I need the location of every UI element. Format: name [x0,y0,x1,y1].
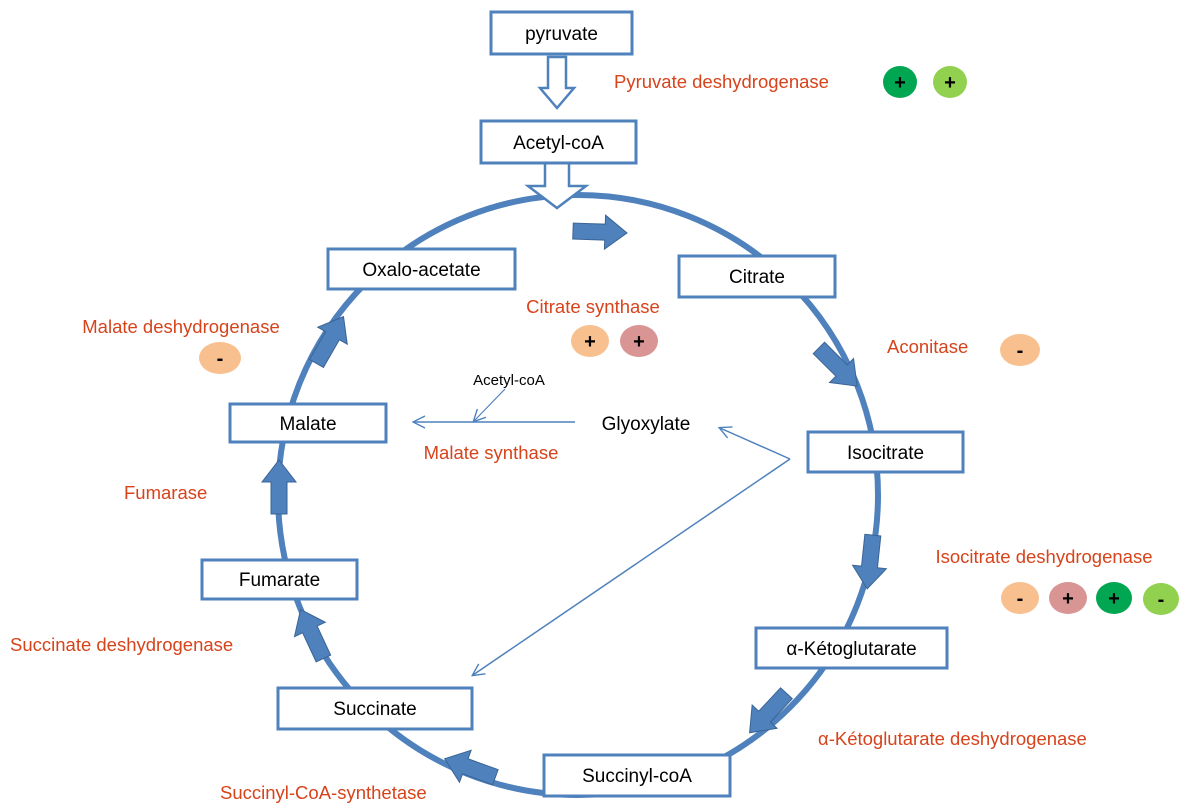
node-label: Oxalo-acetate [362,260,480,281]
node-succinyl-coa: Succinyl-coA [542,753,732,798]
malate-synthase-label: Malate synthase [424,442,559,463]
badge-sign: + [894,72,906,94]
badges-isocitrate-dh: - + + - [1001,582,1179,615]
node-label: Isocitrate [847,443,924,464]
enzyme-pyruvate-dh: Pyruvate deshydrogenase [614,71,829,92]
acetylcoa-input-arrow [474,388,506,421]
node-malate: Malate [228,402,388,444]
isocitrate-to-succinate-arrow [473,458,791,675]
cycle-arrow [812,341,858,387]
glyoxylate-label: Glyoxylate [602,414,691,435]
inhibitor-badge [1143,583,1179,615]
enzyme-aconitase: Aconitase [887,336,968,357]
node-ketoglutarate: α-Kétoglutarate [754,626,949,670]
badge-sign: + [633,331,645,353]
inhibitor-badge [199,342,241,374]
badges-citrate-synthase: + + [571,325,658,357]
activator-badge [571,325,609,357]
node-label: Fumarate [239,570,320,591]
shunt-acetyl-coa-label: Acetyl-coA [473,372,545,389]
enzyme-isocitrate-dh: Isocitrate deshydrogenase [936,546,1153,567]
badge-sign: - [1158,589,1165,611]
inhibitor-badge [1000,334,1040,366]
activator-badge [620,325,658,357]
node-label: pyruvate [525,24,598,45]
node-succinate: Succinate [276,686,474,731]
node-citrate: Citrate [677,254,837,299]
cycle-arrow [443,749,499,786]
node-oxaloacetate: Oxalo-acetate [326,247,517,291]
enzyme-malate-dh: Malate deshydrogenase [82,316,279,337]
badge-sign: + [1062,588,1074,610]
badges-pyruvate-dh: + + [883,66,967,98]
cycle-arrow [749,687,793,734]
inhibitor-badge [1001,582,1039,614]
node-label: Acetyl-coA [513,133,604,154]
acetylcoa-to-cycle-arrow [524,161,590,210]
badge-sign: + [1108,588,1120,610]
badge-sign: + [944,72,956,94]
enzyme-ketoglutarate-dh: α-Kétoglutarate deshydrogenase [818,728,1087,749]
badges-malate-dh: - [199,342,241,374]
isocitrate-to-glyoxylate-arrow [720,428,791,460]
badges-aconitase: - [1000,334,1040,366]
badge-sign: - [217,348,224,370]
node-pyruvate: pyruvate [489,10,634,56]
cycle-arrow [308,315,348,369]
cycle-arrow [572,214,628,251]
node-label: Citrate [729,267,785,288]
activator-badge [883,66,917,98]
node-isocitrate: Isocitrate [806,430,965,474]
activator-badge [1096,582,1132,614]
cycle-arrow [851,533,888,590]
node-label: α-Kétoglutarate [786,639,916,660]
node-acetyl-coa: Acetyl-coA [479,119,638,165]
enzyme-fumarase: Fumarase [124,482,207,503]
badge-sign: + [584,331,596,353]
node-label: Malate [279,414,336,435]
cycle-arrow [293,608,332,663]
enzyme-succinyl-coa-synthetase: Succinyl-CoA-synthetase [220,782,427,803]
node-label: Succinyl-coA [582,766,692,787]
enzyme-succinate-dh: Succinate deshydrogenase [10,634,233,655]
badge-sign: - [1017,588,1024,610]
pyruvate-to-acetylcoa-arrow [537,55,577,110]
node-fumarate: Fumarate [200,558,359,601]
activator-badge [933,66,967,98]
badge-sign: - [1017,340,1024,362]
cycle-arrow [260,459,298,515]
node-label: Succinate [333,699,416,720]
activator-badge [1049,582,1087,614]
enzyme-citrate-synthase: Citrate synthase [526,296,660,317]
